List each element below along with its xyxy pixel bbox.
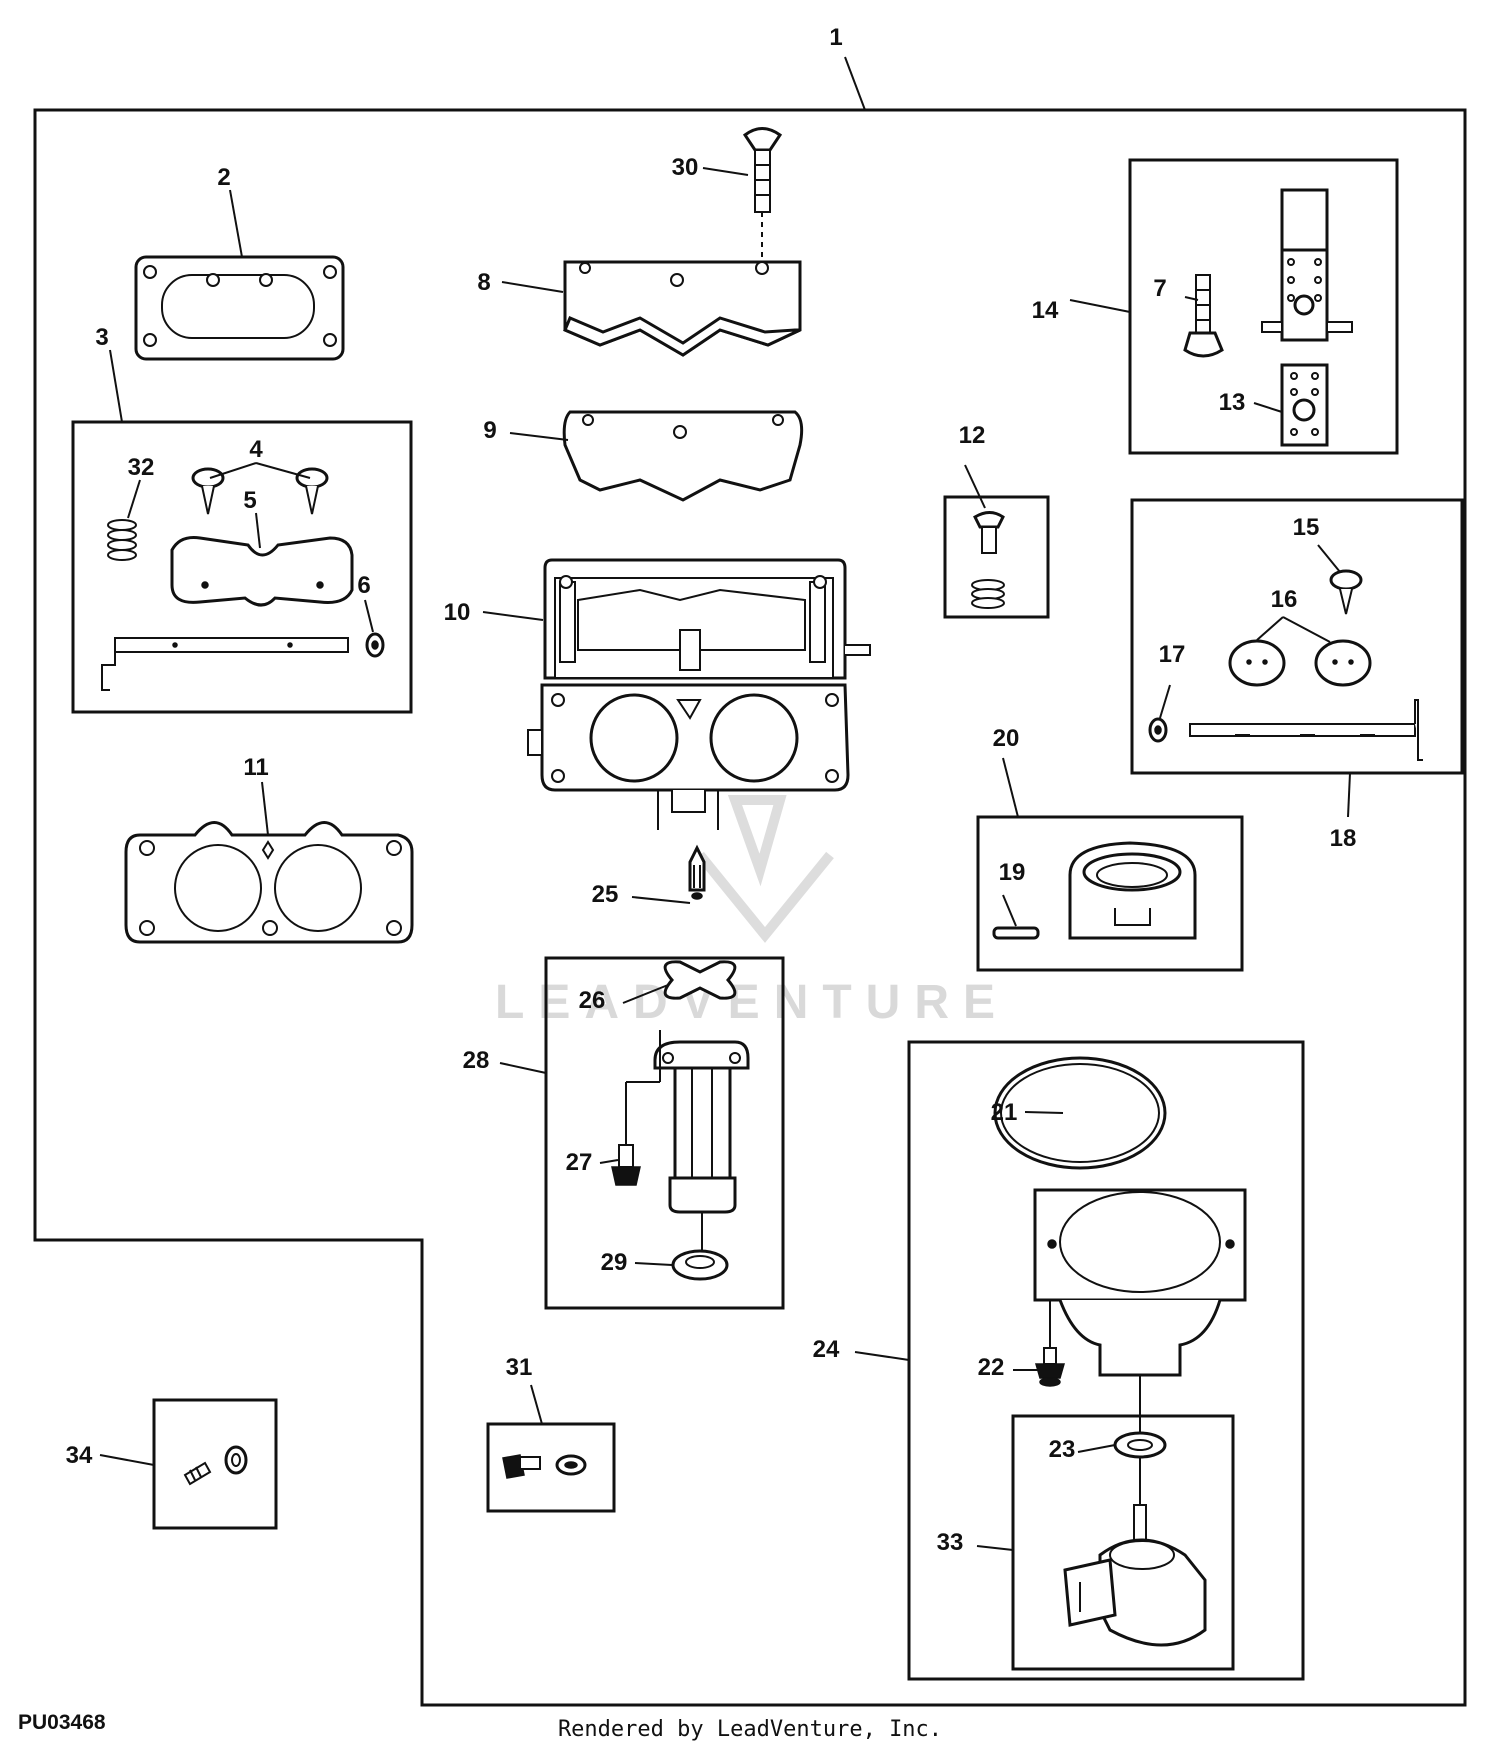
leader-lines [99,167,1351,1551]
callout-12: 12 [959,422,986,449]
callout-8: 8 [477,269,490,296]
callout-7: 7 [1153,275,1166,302]
part-34-screw-washer [183,1445,248,1486]
group-box-28 [544,956,785,1310]
part-27-screw [611,1144,641,1186]
callout-labels: 1 2 3 4 5 6 7 8 9 10 11 12 13 14 15 16 1… [66,24,1357,1556]
callout-4: 4 [249,436,263,463]
part-9-gasket [562,410,804,502]
callout-5: 5 [243,487,256,514]
group-box-24 [907,1040,1305,1681]
group-box-3 [71,420,413,714]
part-21-o-ring [993,1056,1167,1170]
part-28-assembly [625,1030,750,1250]
figure-id: PU03468 [18,1711,106,1734]
callout-13: 13 [1219,389,1246,416]
leader-1 [844,56,866,111]
callout-32: 32 [128,454,155,481]
part-26-gasket [663,960,737,1000]
callout-29: 29 [601,1249,628,1276]
shaft-18 [1189,699,1423,761]
part-2-gasket [134,255,345,361]
callout-20: 20 [993,725,1020,752]
callout-11: 11 [243,754,268,781]
callout-6: 6 [357,572,370,599]
callout-27: 27 [566,1149,593,1176]
part-4-screws [191,467,329,515]
callout-24: 24 [813,1336,840,1363]
callout-9: 9 [483,417,496,444]
group-box-34 [152,1398,278,1530]
svg-text:LEADVENTURE: LEADVENTURE [495,976,1009,1029]
credit-text: Rendered by LeadVenture, Inc. [557,1717,943,1742]
part-19-pin [992,926,1040,940]
callout-25: 25 [592,881,619,908]
part-25-needle [688,844,706,900]
callout-30: 30 [672,154,699,181]
callout-33: 33 [937,1529,964,1556]
part-31-screw-washer [502,1454,587,1479]
part-13-plate [1280,363,1329,447]
assembly-outline [33,108,1467,1707]
callout-28: 28 [463,1047,490,1074]
callout-3: 3 [95,324,108,351]
part-30-screw [742,127,783,258]
callout-31: 31 [506,1354,533,1381]
group-box-14 [1128,158,1399,455]
part-11-gasket [124,821,414,944]
part-12-screw-spring [971,511,1005,609]
part-24-bowl [1033,1188,1247,1438]
group-box-20 [976,815,1244,972]
callout-2: 2 [217,164,230,191]
watermark: LEADVENTURE [495,795,1009,1029]
part-10-carburetor [527,558,871,830]
group-box-18 [1130,498,1464,775]
callout-23: 23 [1049,1436,1076,1463]
part-8-plate [563,260,802,357]
callout-34: 34 [66,1442,93,1469]
part-29-seal [671,1249,729,1281]
callout-22: 22 [978,1354,1005,1381]
group-box-31 [486,1422,616,1513]
part-22-screw [1035,1347,1065,1387]
callout-15: 15 [1293,514,1320,541]
part-17-washer [1148,717,1168,743]
part-33-solenoid [1063,1504,1207,1647]
rod-lever [101,637,349,691]
part-16-plates [1228,639,1372,687]
callout-26: 26 [579,987,606,1014]
part-32-spring [107,519,137,561]
part-14-bracket [1261,188,1353,342]
group-box-12 [943,495,1050,619]
part-15-screw [1329,569,1363,615]
part-7-screw [1183,274,1224,358]
part-6-washer [365,632,385,658]
callout-10: 10 [444,599,471,626]
group-box-33 [1011,1414,1235,1671]
part-5-plate [170,536,354,607]
callout-21: 21 [991,1099,1018,1126]
callout-18: 18 [1330,825,1357,852]
callout-1: 1 [829,24,842,51]
callout-16: 16 [1271,586,1298,613]
callout-17: 17 [1159,641,1186,668]
part-20-float [1068,841,1197,940]
callout-19: 19 [999,859,1026,886]
callout-14: 14 [1032,297,1059,324]
